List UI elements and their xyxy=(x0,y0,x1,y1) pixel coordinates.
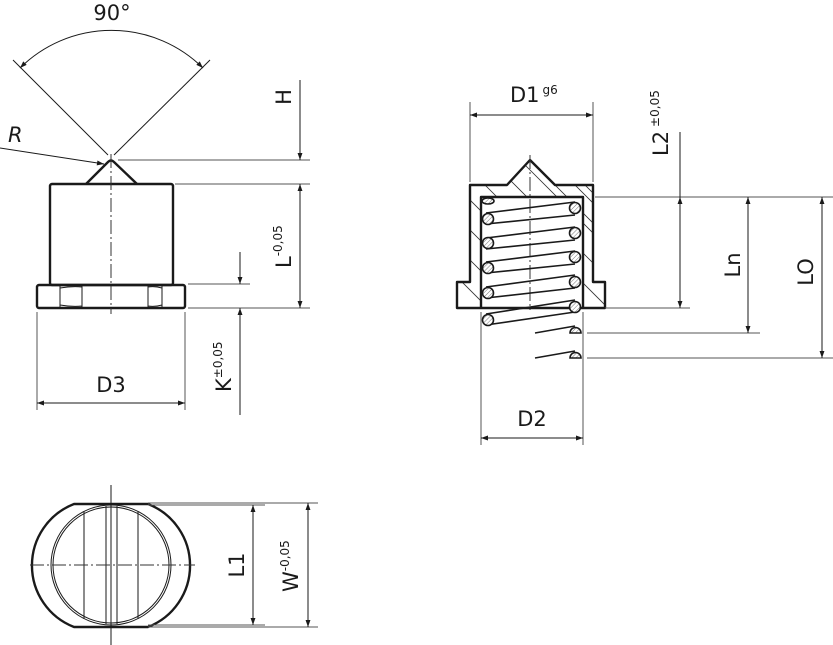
lo-label: LO xyxy=(794,258,818,285)
h-dimension: H xyxy=(118,80,310,185)
l2-dimension: L2±0,05 xyxy=(595,90,833,309)
l-label: L-0,05 xyxy=(271,225,296,268)
d3-label: D3 xyxy=(96,373,126,397)
radius-dimension: R xyxy=(0,123,105,166)
l1-dimension: L1 xyxy=(148,504,265,626)
lo-dimension: LO xyxy=(587,197,833,359)
d2-dimension: D2 xyxy=(480,312,584,445)
l1-label: L1 xyxy=(225,552,249,577)
w-dimension: W-0,05 xyxy=(148,502,318,628)
d2-label: D2 xyxy=(517,407,547,431)
l2-label: L2±0,05 xyxy=(648,90,673,156)
angle-dimension: 90° xyxy=(12,1,211,156)
l-dimension: L-0,05 xyxy=(188,184,310,309)
ln-dimension: Ln xyxy=(587,197,760,334)
w-label: W-0,05 xyxy=(278,540,303,592)
bottom-view: L1 W-0,05 xyxy=(30,485,318,645)
ln-label: Ln xyxy=(721,252,745,277)
d3-dimension: D3 xyxy=(36,312,186,410)
angle-label: 90° xyxy=(93,1,130,25)
k-dimension: K±0,05 xyxy=(188,252,250,415)
h-label: H xyxy=(272,89,296,105)
side-view: 90° R H L-0,05 K±0,05 xyxy=(0,1,310,415)
pin-body xyxy=(35,154,187,314)
housing-section xyxy=(455,155,607,310)
radius-label: R xyxy=(8,123,23,147)
k-label: K±0,05 xyxy=(211,341,236,392)
spring xyxy=(481,197,582,359)
